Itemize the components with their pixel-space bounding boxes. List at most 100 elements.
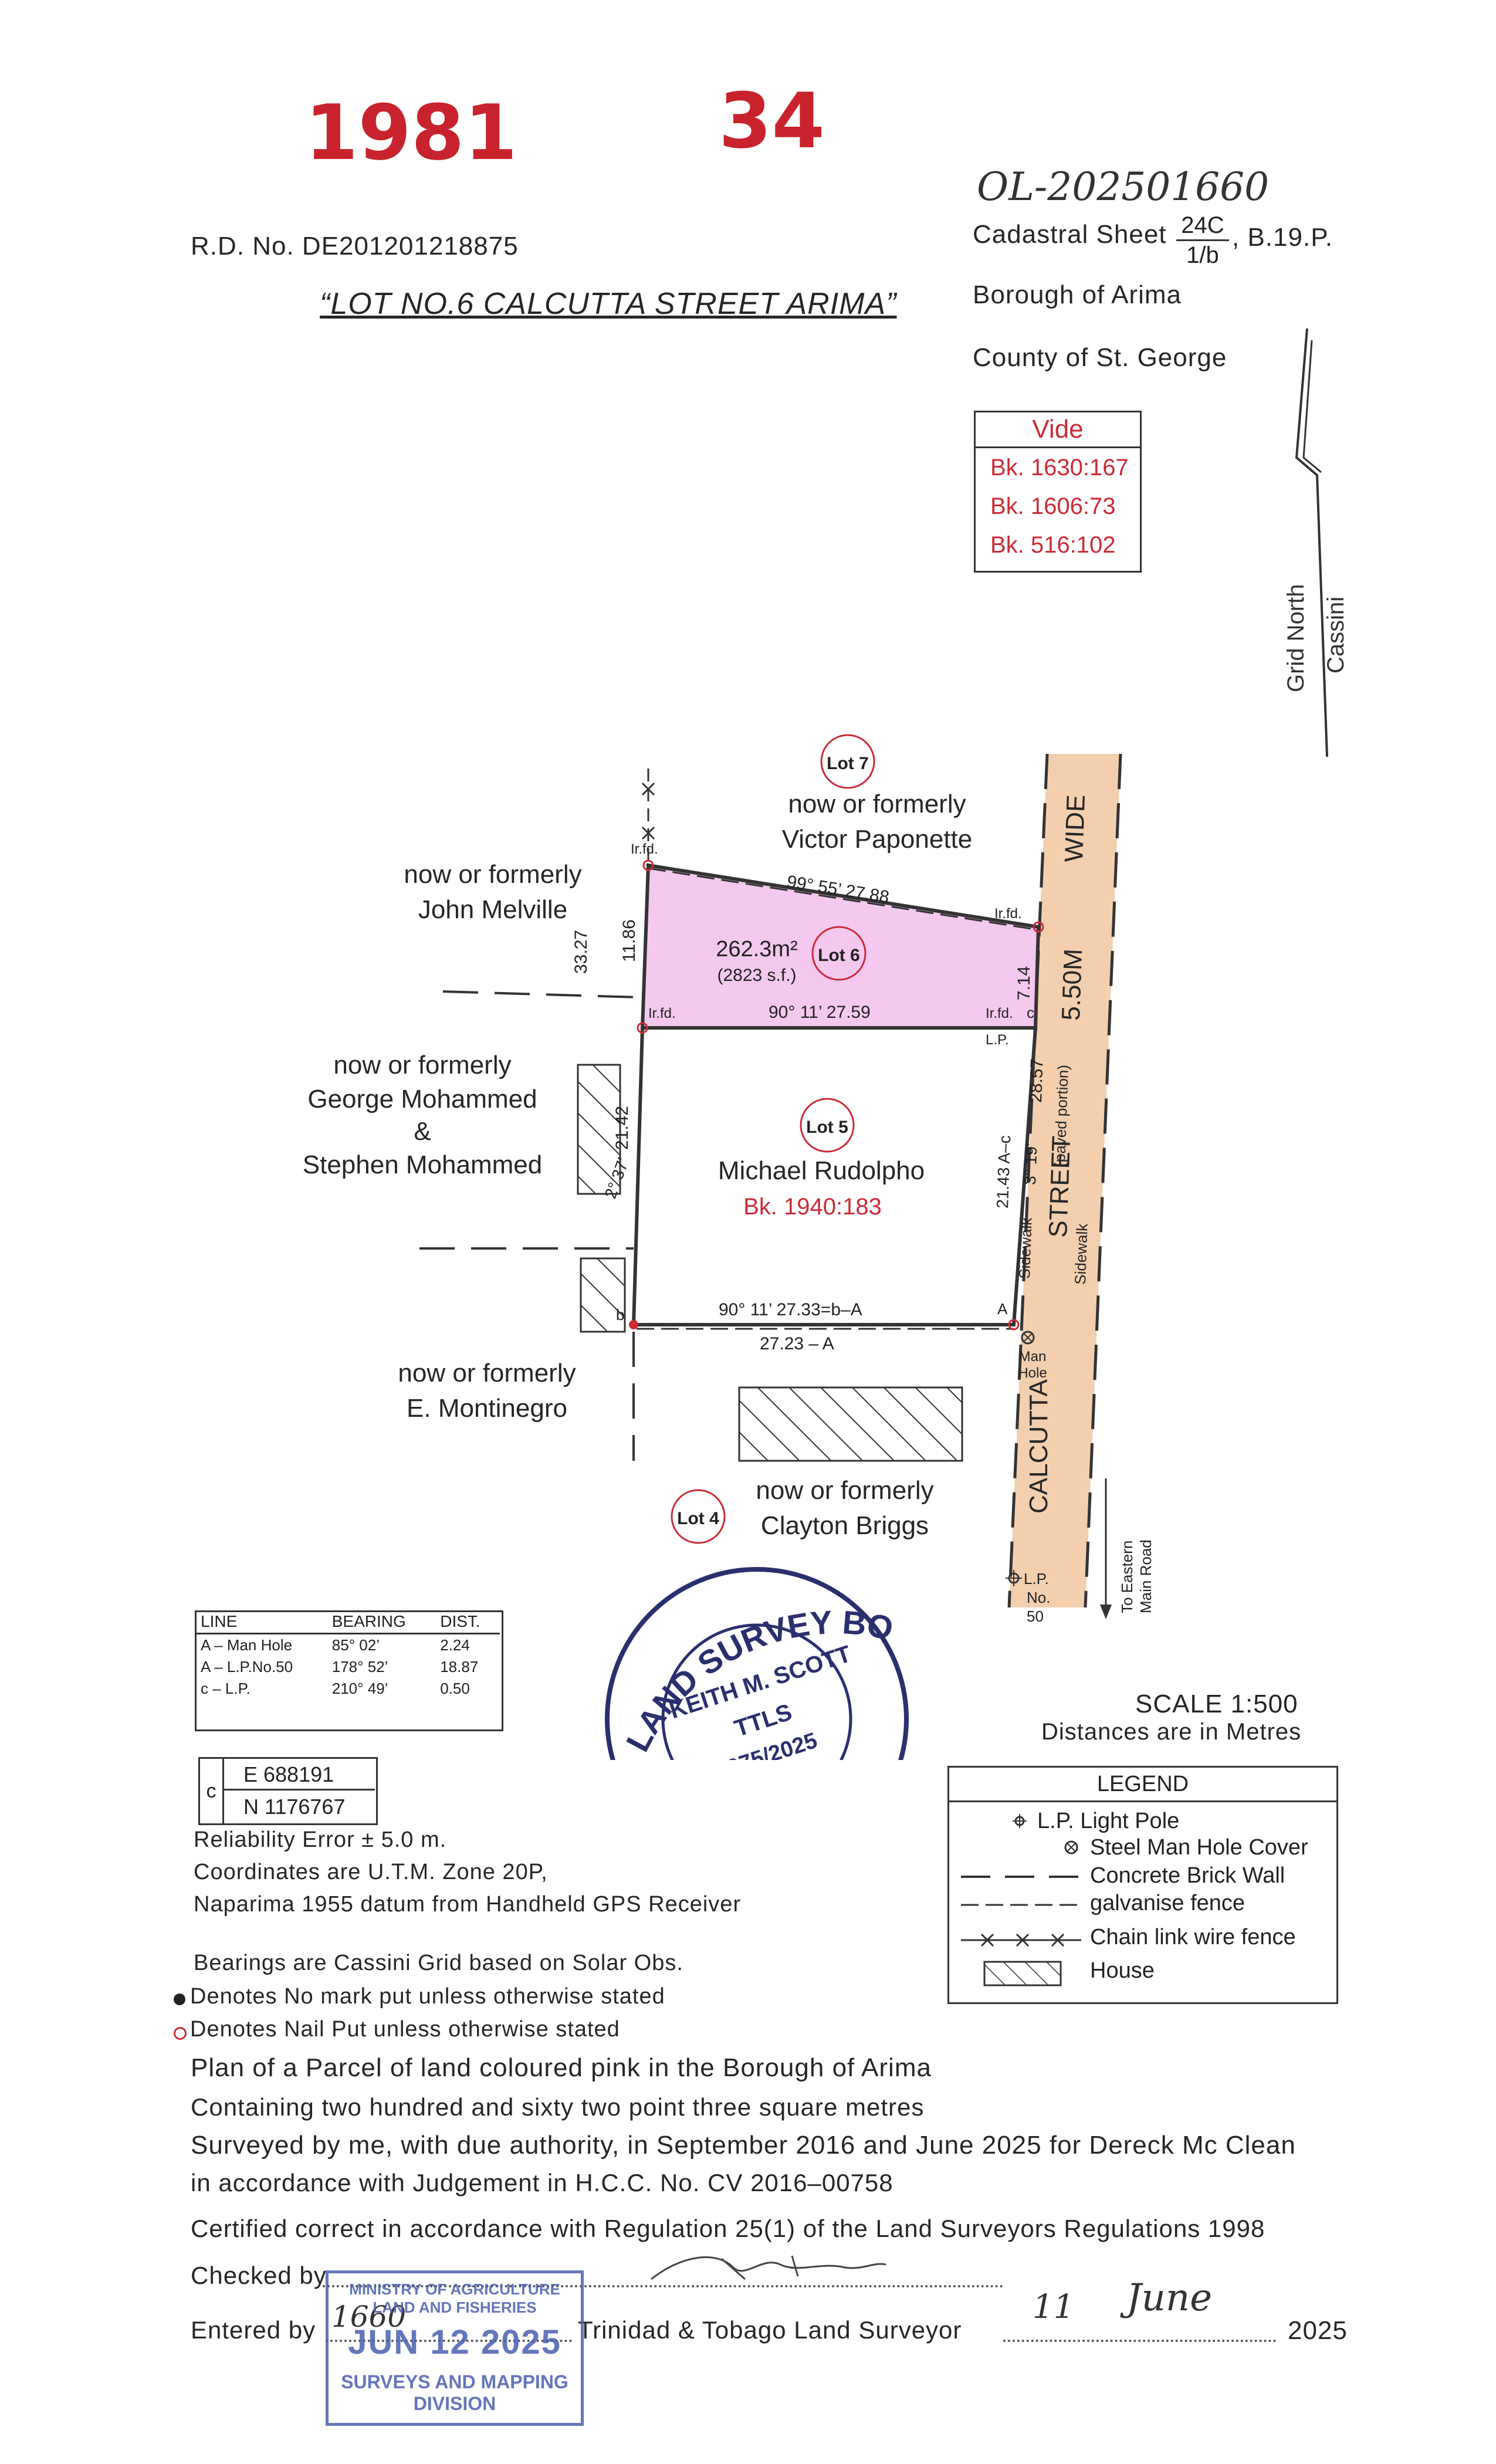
cadastral-sheet-fraction: 24C 1/b [1176, 211, 1229, 269]
grid-north-label: Grid North [1283, 584, 1309, 693]
vide-row: Bk. 1606:73 [990, 493, 1116, 519]
melville-fence [442, 990, 640, 999]
to-eastern-1: To Eastern [1118, 1541, 1136, 1613]
man-hole-cover-icon [1064, 1840, 1078, 1854]
lot7-circle-icon [820, 734, 875, 789]
scale-units: Distances are in Metres [1041, 1719, 1302, 1745]
calcutta-label: CALCUTTA [1024, 1379, 1053, 1514]
legend-item-house: House [1090, 1958, 1155, 1983]
lp-no-2: No. [1027, 1589, 1050, 1606]
ministry-line3: SURVEYS AND MAPPING [341, 2371, 568, 2392]
no-mark-bullet-icon [174, 1993, 185, 2005]
lot5-label: Lot 5 [806, 1118, 848, 1137]
table-row: A – L.P.No.50 178° 52’ 18.87 [195, 1656, 500, 1678]
coordinate-point: c [200, 1759, 224, 1823]
house-symbol [983, 1961, 1062, 1986]
coordinate-easting: E 688191 [224, 1759, 375, 1791]
date-line [1003, 2340, 1276, 2342]
hand-ol-number: OL-202501660 [977, 164, 1270, 209]
mohammed-line3: & [414, 1117, 431, 1146]
table-row: c – L.P. 210° 49’ 0.50 [195, 1678, 500, 1700]
table-cell: 2.24 [440, 1636, 470, 1654]
checked-signature [651, 2255, 886, 2280]
vide-row: Bk. 516:102 [990, 532, 1116, 558]
table-cell: 0.50 [440, 1680, 470, 1697]
house-briggs [738, 1386, 963, 1462]
month-hand: June [1126, 2276, 1212, 2320]
borough: Borough of Arima [973, 280, 1182, 309]
lot6-circle-icon [811, 926, 867, 981]
table-row: A – Man Hole 85° 02’ 2.24 [195, 1634, 500, 1657]
lot5-boundary [631, 1027, 1037, 1326]
scale-label: SCALE 1:500 [1135, 1690, 1298, 1718]
lot6-parcel [642, 865, 1038, 1028]
bearing-header-bearing: BEARING [326, 1610, 435, 1634]
day-hand: 11 [1033, 2288, 1075, 2326]
note-plan-of: Plan of a Parcel of land coloured pink i… [191, 2053, 932, 2082]
note-certified: Certified correct in accordance with Reg… [191, 2215, 1265, 2242]
legend-item-light-pole: L.P. Light Pole [1037, 1809, 1180, 1833]
ministry-stamp: MINISTRY OF AGRICULTURE LAND AND FISHERI… [326, 2270, 584, 2426]
street-name: STREET [1044, 1135, 1076, 1238]
note-surveyed: Surveyed by me, with due authority, in S… [191, 2131, 1296, 2160]
note-nail-put: Denotes Nail Put unless otherwise stated [190, 2017, 620, 2042]
vide-row: Bk. 1630:167 [990, 455, 1129, 480]
entered-by-line [326, 2340, 572, 2342]
cassini-label: Cassini [1323, 597, 1349, 673]
ministry-line4: DIVISION [413, 2393, 496, 2414]
lsb-ttls: TTLS [732, 1699, 796, 1742]
lot7-owner-line1: now or formerly [788, 790, 966, 818]
irfd-w: Ir.fd. [648, 1006, 676, 1021]
irfd-nw: Ir.fd. [631, 841, 658, 857]
lot5-owner: Michael Rudolpho [718, 1156, 925, 1185]
lot6-north-fence [648, 867, 1039, 931]
bearing-table: LINE BEARING DIST. A – Man Hole 85° 02’ … [195, 1610, 500, 1700]
legend-heading: LEGEND [949, 1768, 1336, 1802]
no-mark-point [629, 1320, 638, 1329]
bearing-table-header: LINE BEARING DIST. [195, 1610, 500, 1634]
melville-line2: John Melville [418, 895, 567, 924]
briggs-line1: now or formerly [756, 1476, 933, 1505]
bearing-middle: 90° 11’ 27.59 [769, 1003, 871, 1022]
lp-label: L.P. [986, 1032, 1009, 1048]
dist-west-lot5: 21.42 [612, 1106, 632, 1150]
table-cell: 85° 02’ [331, 1636, 380, 1654]
lot4-label: Lot 4 [677, 1509, 719, 1528]
lp-no-3: 50 [1027, 1607, 1044, 1625]
note-reliability: Reliability Error ± 5.0 m. [194, 1827, 447, 1852]
survey-plan-drawing: Grid North Cassini Lot 7 Lot 6 Lot 5 Lot… [0, 0, 1349, 1760]
light-pole-icon [1013, 1814, 1027, 1828]
street-edge-west [1007, 753, 1049, 1608]
lot7-label: Lot 7 [827, 754, 869, 773]
note-datum: Naparima 1955 datum from Handheld GPS Re… [194, 1892, 742, 1917]
table-cell: c – L.P. [201, 1680, 251, 1697]
house-montinegro [580, 1257, 626, 1333]
bearing-header-dist: DIST. [434, 1610, 500, 1634]
checked-by-line [323, 2285, 1003, 2287]
point-b: b [616, 1306, 624, 1324]
table-cell: A – L.P.No.50 [201, 1658, 293, 1676]
lot7-owner-line2: Victor Paponette [782, 825, 973, 854]
note-accordance: in accordance with Judgement in H.C.C. N… [191, 2169, 893, 2196]
year: 2025 [1288, 2316, 1348, 2345]
legend-box: LEGEND L.P. Light Pole Steel Man Hole Co… [947, 1766, 1338, 2004]
sidewalk-east: Sidewalk [1071, 1223, 1091, 1285]
street-width: 5.50M [1057, 948, 1088, 1021]
point-a: A [997, 1300, 1008, 1318]
table-cell: 178° 52’ [331, 1658, 388, 1676]
hand-number-left: 1981 [305, 88, 517, 177]
bearing-south-below: 27.23 – A [760, 1334, 834, 1353]
note-no-mark: Denotes No mark put unless otherwise sta… [190, 1984, 665, 2009]
mohammed-line2: George Mohammed [307, 1085, 537, 1113]
legend-item-man-hole: Steel Man Hole Cover [1090, 1835, 1308, 1860]
dist-east-upper: 28.57 [1026, 1058, 1047, 1103]
dist-east-lot6: 7.14 [1014, 966, 1034, 1000]
road-arrow-icon [1100, 1605, 1112, 1619]
montinegro-line1: now or formerly [398, 1359, 576, 1387]
table-cell: 18.87 [440, 1658, 479, 1676]
point-c: c [1027, 1004, 1034, 1021]
checked-by-label: Checked by [191, 2262, 327, 2289]
ministry-line1: MINISTRY OF AGRICULTURE [349, 2280, 560, 2298]
legend-symbols [961, 1814, 1081, 1986]
street-edge-east [1084, 753, 1122, 1608]
